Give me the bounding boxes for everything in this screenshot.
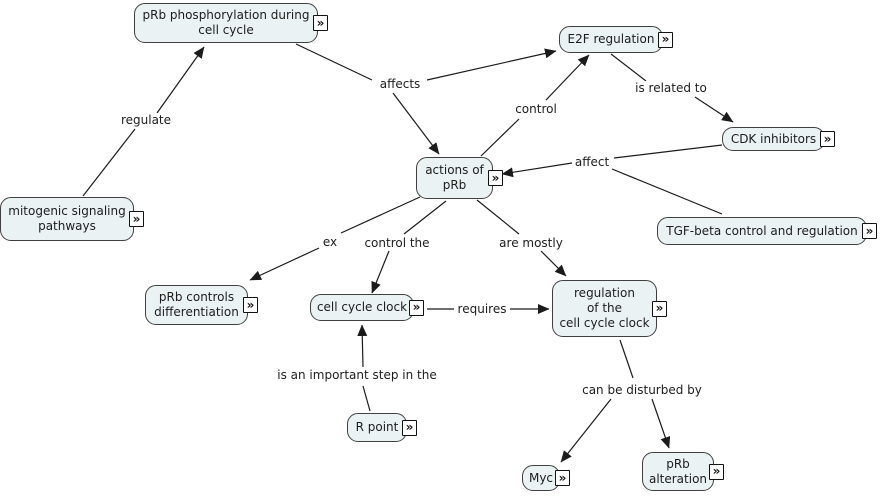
resource-link-icon[interactable]: » [488,170,503,186]
concept-node-mitogenic-signaling-pathways[interactable]: mitogenic signaling pathways » [0,197,144,241]
concept-node-label: TGF-beta control and regulation [666,223,858,238]
connector-line [249,247,320,281]
connector-line [540,250,567,277]
linking-phrase-affects[interactable]: affects [377,77,423,91]
concept-node-tgf-beta-control-and-regulation[interactable]: TGF-beta control and regulation » [657,217,877,245]
resource-link-icon[interactable]: » [862,223,877,239]
connector-line [619,339,634,379]
resource-link-icon[interactable]: » [652,300,667,317]
concept-node-label: CDK inhibitors [730,131,817,146]
concept-node-label: pRb alteration [648,456,708,486]
resource-link-icon[interactable]: » [313,15,328,31]
concept-node-e2f-regulation[interactable]: E2F regulation » [559,26,673,53]
concept-node-prb-phosphorylation[interactable]: pRb phosphorylation during cell cycle » [134,3,328,43]
connector-line [362,385,371,412]
linking-phrase-can-be-disturbed-by[interactable]: can be disturbed by [580,383,704,397]
resource-link-icon[interactable]: » [129,211,144,227]
connector-line [501,162,573,178]
concept-node-cdk-inhibitors[interactable]: CDK inhibitors » [722,127,835,151]
connector-line [392,92,440,155]
connector-line [156,46,205,114]
concept-node-label: pRb controls differentiation [154,290,239,319]
connector-line [694,96,734,123]
resource-link-icon[interactable]: » [402,419,417,436]
connector-line [476,199,520,235]
resource-link-icon[interactable]: » [709,463,724,480]
concept-node-label: Myc [528,470,554,485]
concept-node-label: cell cycle clock [316,300,408,314]
linking-phrase-affect[interactable]: affect [572,155,612,169]
connector-line [403,200,447,235]
concept-node-r-point[interactable]: R point » [347,413,417,442]
linking-phrase-requires[interactable]: requires [455,302,509,316]
concept-node-myc[interactable]: Myc » [522,465,570,491]
connector-line [295,43,373,81]
connector-line [426,48,557,81]
linking-phrase-ex[interactable]: ex [320,235,340,249]
resource-link-icon[interactable]: » [820,131,835,147]
concept-node-label: regulation of the cell cycle clock [559,286,650,330]
connector-line [560,398,612,463]
concept-node-actions-of-prb[interactable]: actions of pRb » [416,157,503,199]
concept-node-regulation-of-the-cell-cycle-clock[interactable]: regulation of the cell cycle clock » [552,280,667,337]
linking-phrase-control[interactable]: control [513,102,559,116]
connector-line [82,128,136,197]
linking-phrase-is-related-to[interactable]: is related to [633,81,709,95]
connector-line [480,118,520,157]
connector-line [371,250,390,294]
concept-node-label: mitogenic signaling pathways [8,204,126,233]
resource-link-icon[interactable]: » [243,297,258,313]
concept-node-label: E2F regulation [567,32,655,46]
connector-line [340,196,421,234]
concept-node-cell-cycle-clock[interactable]: cell cycle clock » [310,294,424,321]
linking-phrase-regulate[interactable]: regulate [118,113,174,127]
concept-node-label: pRb phosphorylation during cell cycle [142,8,310,37]
resource-link-icon[interactable]: » [409,299,424,316]
connector-line [651,398,671,449]
linking-phrase-control-the[interactable]: control the [362,236,432,250]
connector-line [611,168,723,215]
concept-node-label: R point [355,420,399,434]
concept-node-prb-alteration[interactable]: pRb alteration » [642,452,724,491]
connector-line [545,54,590,101]
connector-line [357,324,368,368]
concept-node-label: actions of pRb [425,163,484,192]
connector-line [610,53,647,82]
resource-link-icon[interactable]: » [658,31,673,48]
concept-node-prb-controls-differentiation[interactable]: pRb controls differentiation » [145,285,258,325]
connector-line [613,144,723,159]
linking-phrase-is-an-important-step-in-the[interactable]: is an important step in the [275,368,439,382]
resource-link-icon[interactable]: » [555,470,570,486]
linking-phrase-are-mostly[interactable]: are mostly [497,236,565,250]
